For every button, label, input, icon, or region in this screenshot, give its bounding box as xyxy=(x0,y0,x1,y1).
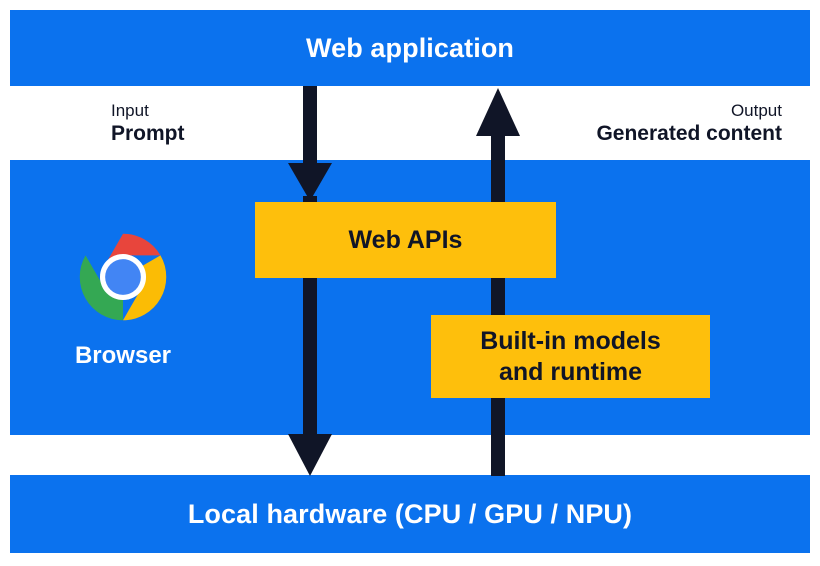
web-application-label: Web application xyxy=(305,32,515,63)
built-in-models-line-1: Built-in models xyxy=(480,327,661,355)
web-apis-box[interactable]: Web APIs xyxy=(255,202,556,278)
input-kind-label: Input xyxy=(111,101,149,120)
output-flow-label: Output Generated content xyxy=(596,100,782,148)
built-in-models-box[interactable]: Built-in models and runtime xyxy=(431,315,710,398)
output-value-label: Generated content xyxy=(596,122,782,146)
web-apis-label: Web APIs xyxy=(348,225,463,254)
layer-local-hardware: Local hardware (CPU / GPU / NPU) xyxy=(10,475,810,553)
layer-web-application: Web application xyxy=(10,10,810,86)
built-in-models-line-2: and runtime xyxy=(498,357,643,386)
input-flow-label: Input Prompt xyxy=(111,100,185,148)
input-value-label: Prompt xyxy=(111,122,185,146)
built-in-models-label: Built-in models and runtime xyxy=(480,326,661,387)
chrome-logo-icon xyxy=(79,233,167,321)
output-kind-label: Output xyxy=(730,101,782,120)
local-hardware-label: Local hardware (CPU / GPU / NPU) xyxy=(187,498,633,529)
browser-identity-group: Browser xyxy=(33,230,213,370)
browser-label: Browser xyxy=(74,342,172,369)
